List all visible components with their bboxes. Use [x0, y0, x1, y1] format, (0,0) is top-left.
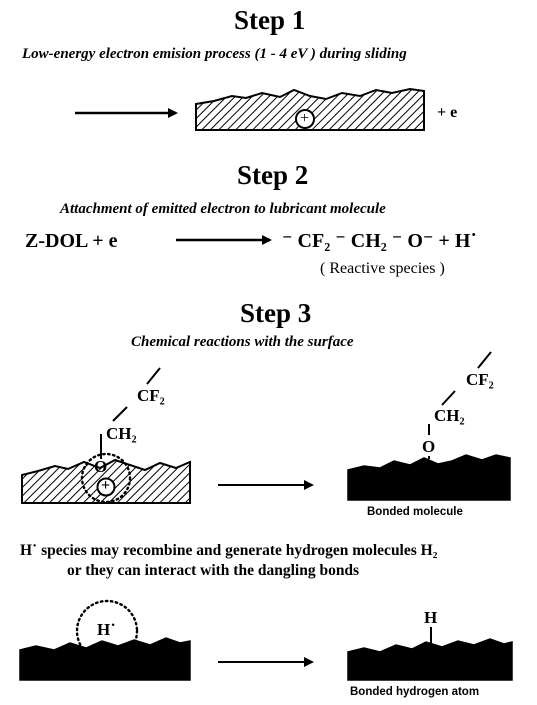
hydrogen-right-surface	[347, 638, 513, 681]
hydrogen-dotted-circle	[75, 599, 139, 663]
step2-title: Step 2	[237, 160, 309, 190]
hydrogen-note-line2: or they can interact with the dangling b…	[67, 562, 360, 579]
step3-left-bond-cf2-chain	[146, 367, 161, 385]
step2-product: ⁻ CF₂ ⁻ CH₂ ⁻ O⁻ + H˙	[282, 230, 478, 252]
step3-left-ch2: CH₂	[106, 424, 137, 443]
step2-reactant: Z-DOL + e	[25, 230, 118, 252]
step3-right-ch2: CH₂	[434, 406, 465, 425]
step3-caption: Chemical reactions with the surface	[131, 334, 354, 350]
step3-right-bond-cf2-chain	[477, 351, 492, 369]
step3-right-surface	[347, 454, 511, 501]
step2-reactive-species: ( Reactive species )	[320, 260, 445, 277]
step1-hole-plus: +	[300, 110, 310, 127]
step1-caption: Low-energy electron emision process (1 -…	[22, 46, 407, 62]
step3-left-cf2: CF₂	[137, 386, 165, 405]
hydrogen-left-surface	[19, 637, 191, 681]
step3-left-hole-plus: +	[101, 477, 111, 494]
step3-hole-circle	[96, 477, 116, 497]
hydrogen-note-line1: H˙ species may recombine and generate hy…	[20, 542, 438, 559]
hydrogen-right-h: H	[424, 608, 438, 627]
step2-caption: Attachment of emitted electron to lubric…	[60, 201, 386, 217]
step3-left-bond-ch2-cf2	[112, 406, 128, 422]
step3-right-o: O	[422, 437, 436, 456]
hydrogen-left-h: H˙	[97, 620, 116, 639]
step3-dotted-circle	[80, 452, 132, 504]
bonded-molecule-label: Bonded molecule	[367, 506, 463, 518]
step3-right-bond-ch2-cf2	[441, 390, 456, 406]
step1-surface	[195, 87, 425, 131]
step3-right-cf2: CF₂	[466, 370, 494, 389]
step1-plus-e: + e	[437, 104, 458, 121]
step3-title: Step 3	[240, 298, 312, 328]
step1-title: Step 1	[234, 5, 306, 35]
bonded-hydrogen-label: Bonded hydrogen atom	[350, 686, 480, 698]
step3-left-o: O	[94, 457, 108, 476]
step1-hole-circle	[295, 109, 315, 129]
